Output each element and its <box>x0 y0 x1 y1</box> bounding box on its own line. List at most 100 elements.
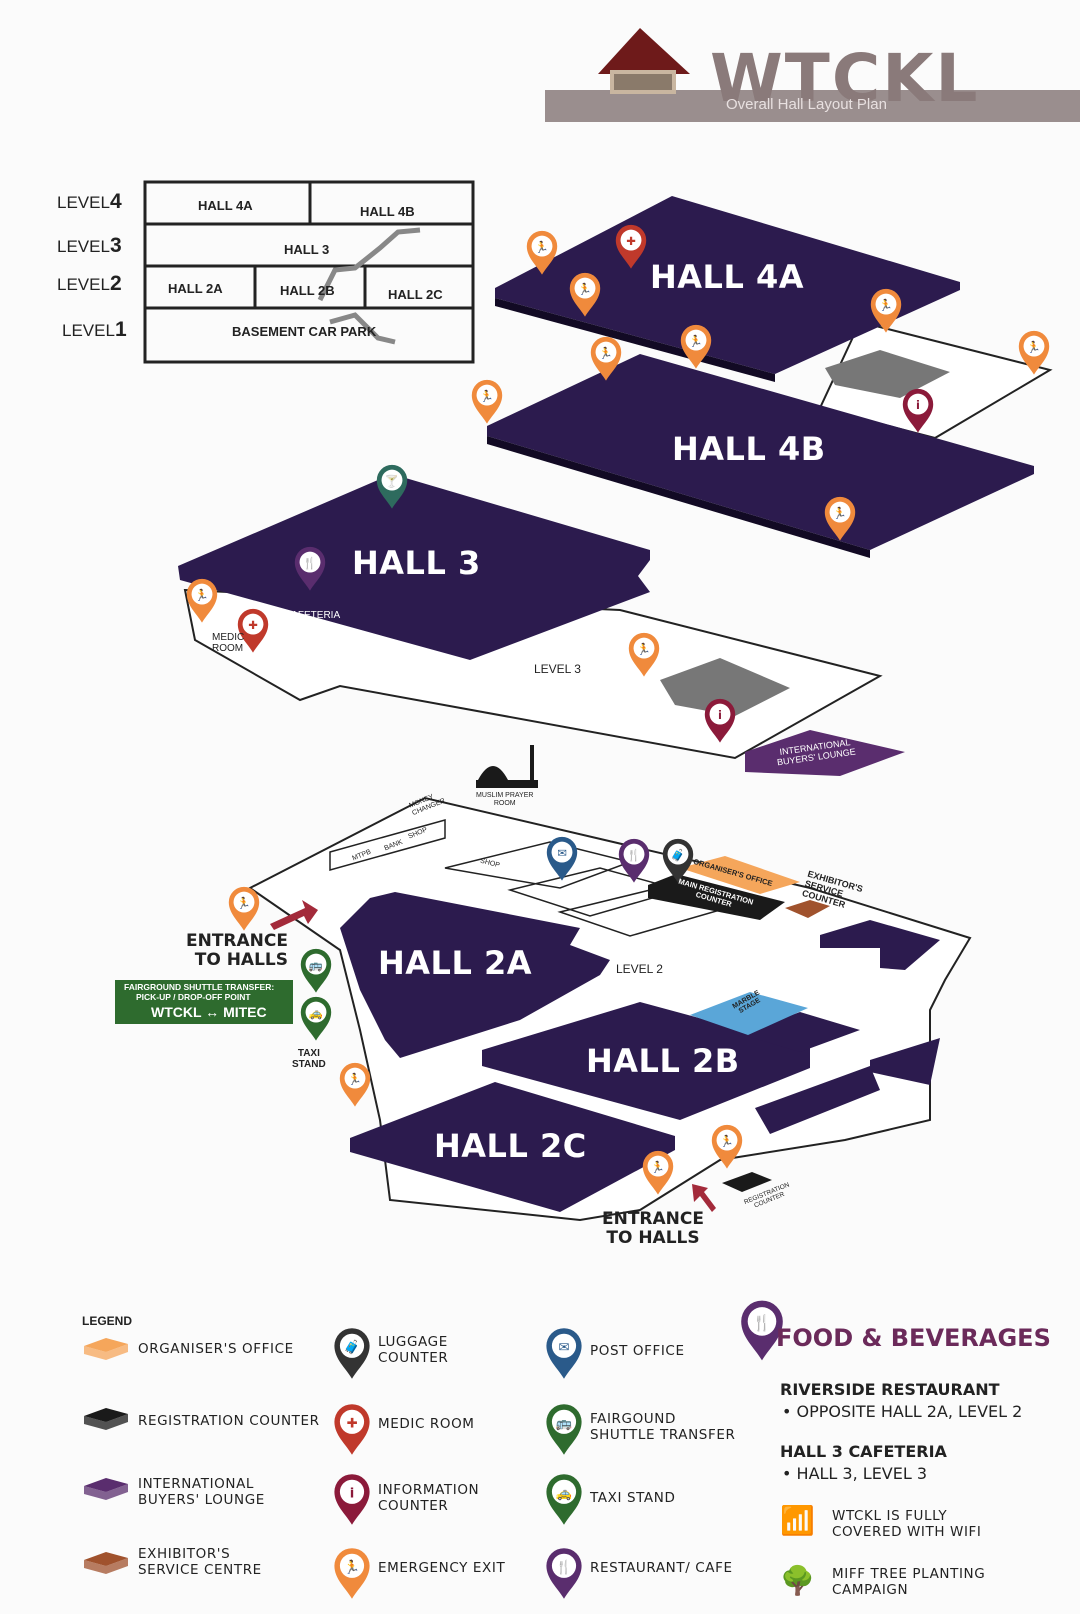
marble-stage-block <box>690 992 808 1035</box>
hall-4b-label: HALL 4B <box>672 430 826 468</box>
svg-text:🏃: 🏃 <box>237 896 251 910</box>
svg-text:i: i <box>350 1486 355 1501</box>
legend-luggage-counter: LUGGAGE COUNTER <box>378 1334 449 1366</box>
emergency-exit-pin-icon: 🏃 <box>680 324 712 369</box>
legend-organisers-office: ORGANISER'S OFFICE <box>138 1341 294 1357</box>
guide-hall-2b: HALL 2B <box>280 283 335 298</box>
guide-hall-2a: HALL 2A <box>168 281 223 296</box>
hall-4a-label: HALL 4A <box>650 258 804 296</box>
svg-text:✚: ✚ <box>248 618 258 632</box>
legend-information-counter: INFORMATION COUNTER <box>378 1482 480 1514</box>
organisers-office-block-icon <box>84 1338 128 1360</box>
legend-title: LEGEND <box>82 1314 133 1328</box>
taxi-pin-icon: 🚕 <box>546 1474 582 1525</box>
guide-hall-2c: HALL 2C <box>388 287 443 302</box>
emergency-exit-pin-icon: 🏃 <box>711 1124 743 1169</box>
hall-2b-label: HALL 2B <box>586 1042 740 1080</box>
tree-icon: 🌳 <box>780 1565 815 1596</box>
svg-text:🍴: 🍴 <box>752 1313 771 1332</box>
emergency-exit-pin-icon: 🏃 <box>569 272 601 317</box>
hall-2c-block <box>350 1082 675 1212</box>
hall-4b-block <box>487 354 1034 558</box>
fb-title: FOOD & BEVERAGES <box>776 1324 1051 1352</box>
svg-text:🧳: 🧳 <box>344 1339 360 1355</box>
svg-text:🏃: 🏃 <box>344 1559 360 1575</box>
entrance-arrow-icon-2 <box>692 1184 716 1212</box>
svg-text:i: i <box>718 708 722 722</box>
cafeteria-label: CAFETERIA <box>284 610 341 621</box>
svg-text:🚕: 🚕 <box>309 1006 323 1020</box>
exhibitors-service-counter-block <box>785 900 830 918</box>
emergency-exit-pin-icon: 🏃 <box>870 288 902 333</box>
information-pin-icon: i <box>334 1474 370 1525</box>
svg-text:🏃: 🏃 <box>1027 340 1041 354</box>
luggage-pin-icon: 🧳 <box>334 1328 370 1379</box>
hall-3-label: HALL 3 <box>352 544 481 582</box>
legend-shuttle-transfer: FAIRGOUND SHUTTLE TRANSFER <box>590 1411 736 1443</box>
svg-text:✚: ✚ <box>626 234 636 248</box>
hall-2a-block <box>340 892 610 1058</box>
level-4-label: LEVEL4 <box>57 190 122 213</box>
fb-restaurant-2-name: HALL 3 CAFETERIA <box>780 1442 947 1461</box>
guide-hall-4b: HALL 4B <box>360 204 415 219</box>
shuttle-banner <box>115 980 293 1024</box>
legend-post-office: POST OFFICE <box>590 1343 685 1359</box>
information-pin-icon: i <box>704 698 736 743</box>
shuttle-pin-icon: 🚌 <box>546 1404 582 1455</box>
escalator-lines <box>317 227 421 345</box>
svg-text:🧳: 🧳 <box>671 848 685 862</box>
registration-counter-block <box>722 1172 772 1192</box>
svg-text:🚌: 🚌 <box>309 958 323 972</box>
emergency-exit-pin-icon: 🏃 <box>186 578 218 623</box>
restaurant-pin-icon: 🍴 <box>741 1300 783 1361</box>
prayer-room-label: MUSLIM PRAYER ROOM <box>476 792 534 807</box>
buyers-lounge-block <box>745 730 905 776</box>
organisers-office-block <box>680 856 800 894</box>
restaurant-pin-icon: 🍴 <box>618 838 650 883</box>
legend-taxi-stand: TAXI STAND <box>590 1490 676 1506</box>
level-2-label: LEVEL2 <box>57 272 122 295</box>
svg-text:🏃: 🏃 <box>195 588 209 602</box>
shuttle-banner-line1: FAIRGROUND SHUTTLE TRANSFER: <box>124 982 275 992</box>
entrance-arrow-icon <box>270 900 318 930</box>
shuttle-pin-icon: 🚌 <box>300 948 332 993</box>
hall-3-block <box>178 474 650 660</box>
level-guide-diagram <box>143 180 475 364</box>
medic-pin-icon: ✚ <box>334 1404 370 1455</box>
guide-basement: BASEMENT CAR PARK <box>232 324 377 339</box>
emergency-exit-pin-icon: 🏃 <box>334 1548 370 1599</box>
svg-text:🏃: 🏃 <box>689 334 703 348</box>
level-3-area-label: LEVEL 3 <box>534 662 581 676</box>
emergency-exit-pin-icon: 🏃 <box>228 886 260 931</box>
emergency-exit-pin-icon: 🏃 <box>526 230 558 275</box>
guide-hall-3: HALL 3 <box>284 242 330 257</box>
svg-text:🏃: 🏃 <box>651 1160 665 1174</box>
fb-restaurant-2-detail: • HALL 3, LEVEL 3 <box>782 1464 928 1483</box>
svg-text:🏃: 🏃 <box>480 389 494 403</box>
buyers-lounge-block-icon <box>84 1478 128 1500</box>
luggage-pin-icon: 🧳 <box>662 838 694 883</box>
svg-text:🚕: 🚕 <box>556 1486 572 1501</box>
hall-4a-block <box>495 196 960 382</box>
medic-room-label: MEDIC ROOM <box>212 632 245 654</box>
exhibitor-service-block-icon <box>84 1552 128 1574</box>
emergency-exit-pin-icon: 🏃 <box>471 379 503 424</box>
guide-hall-4a: HALL 4A <box>198 198 253 213</box>
legend-exhibitor-service: EXHIBITOR'S SERVICE CENTRE <box>138 1546 262 1578</box>
shuttle-banner-line2: PICK-UP / DROP-OFF POINT <box>136 992 251 1002</box>
entrance-label-1: ENTRANCE TO HALLS <box>186 931 288 970</box>
svg-text:🏃: 🏃 <box>578 282 592 296</box>
taxi-pin-icon: 🚕 <box>300 996 332 1041</box>
shuttle-banner-route: WTCKL ↔ MITEC <box>151 1004 267 1020</box>
svg-text:🍴: 🍴 <box>627 848 641 862</box>
muslim-prayer-room-icon <box>476 745 538 788</box>
legend-registration-counter: REGISTRATION COUNTER <box>138 1413 320 1429</box>
information-pin-icon: i <box>902 388 934 433</box>
svg-text:i: i <box>916 398 920 412</box>
fb-restaurant-1-name: RIVERSIDE RESTAURANT <box>780 1380 1000 1399</box>
medic-pin-icon: ✚ <box>615 224 647 269</box>
hall-2c-label: HALL 2C <box>434 1127 587 1165</box>
svg-text:🍸: 🍸 <box>385 474 399 488</box>
svg-text:🏃: 🏃 <box>879 298 893 312</box>
